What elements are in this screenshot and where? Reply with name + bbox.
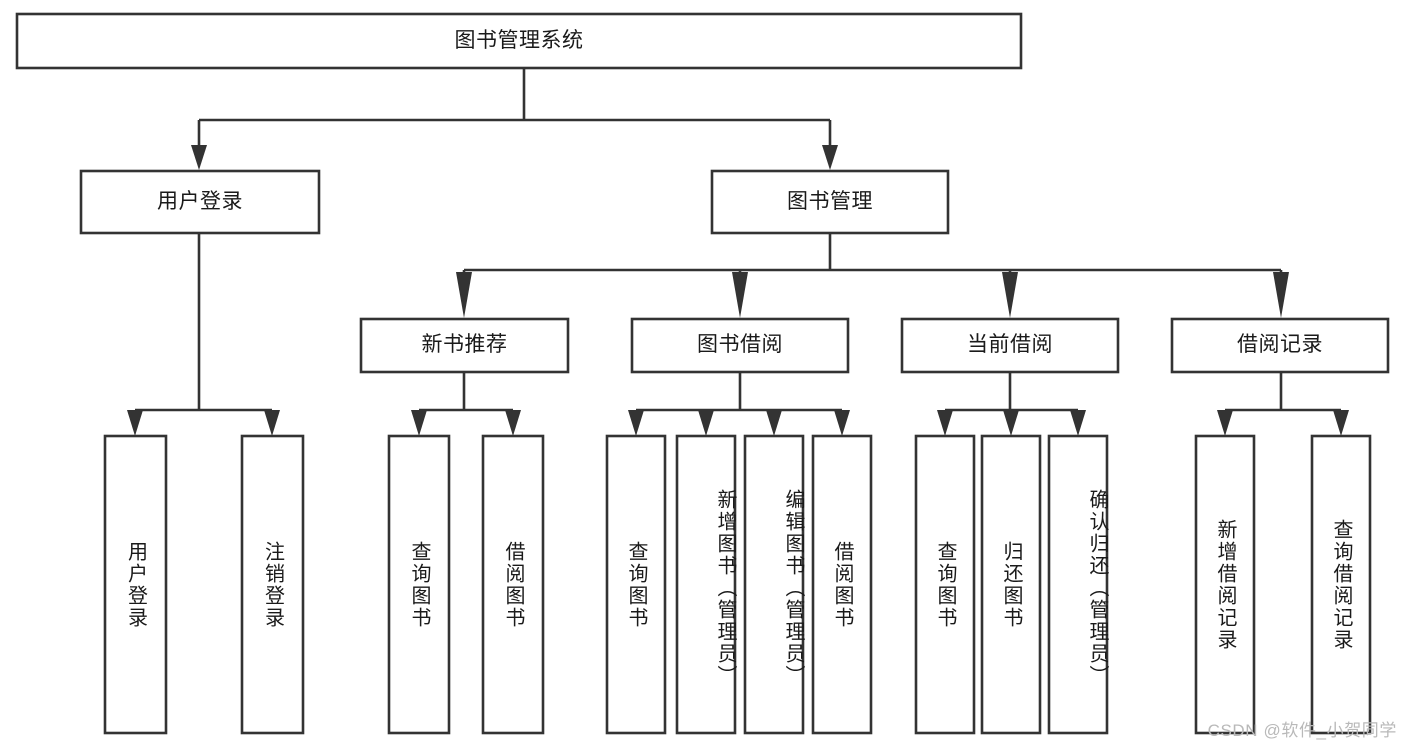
arrow-newbook-leaf2	[505, 410, 521, 436]
leaf-box-book-borrow-2[interactable]	[743, 434, 805, 735]
node-borrow-record-box[interactable]	[1170, 317, 1390, 374]
leaf-box-current-borrow-2[interactable]	[1047, 434, 1109, 735]
arrow-currentborrow-leaf1	[937, 410, 953, 436]
csdn-watermark: CSDN @软件_小贺同学	[1207, 721, 1397, 740]
node-current-borrow-box[interactable]	[900, 317, 1120, 374]
arrow-to-borrow-record	[1273, 272, 1289, 318]
arrow-currentborrow-leaf3	[1070, 410, 1086, 436]
arrow-bookborrow-leaf2	[698, 410, 714, 436]
arrow-userlogin-leaf1	[127, 410, 143, 436]
node-book-borrow-box[interactable]	[630, 317, 850, 374]
leaf-box-book-borrow-0[interactable]	[605, 434, 667, 735]
node-root-box[interactable]	[15, 12, 1023, 70]
leaf-box-book-borrow-3[interactable]	[811, 434, 873, 735]
node-new-book-recommend-box[interactable]	[359, 317, 570, 374]
arrow-bookborrow-leaf1	[628, 410, 644, 436]
leaf-box-current-borrow-0[interactable]	[914, 434, 976, 735]
leaf-box-new-book-0[interactable]	[387, 434, 451, 735]
arrow-bookborrow-leaf4	[834, 410, 850, 436]
node-book-manage-box[interactable]	[710, 169, 950, 235]
arrow-newbook-leaf1	[411, 410, 427, 436]
arrow-to-new-book-recommend	[456, 272, 472, 318]
leaf-box-user-login-1[interactable]	[240, 434, 305, 735]
arrow-to-user-login	[191, 145, 207, 170]
arrow-borrowrecord-leaf1	[1217, 410, 1233, 436]
arrow-userlogin-leaf2	[264, 410, 280, 436]
arrow-borrowrecord-leaf2	[1333, 410, 1349, 436]
arrow-bookborrow-leaf3	[766, 410, 782, 436]
arrow-to-book-borrow	[732, 272, 748, 318]
leaf-box-borrow-record-0[interactable]	[1194, 434, 1256, 735]
node-user-login-box[interactable]	[79, 169, 321, 235]
leaf-box-new-book-1[interactable]	[481, 434, 545, 735]
arrow-to-book-manage	[822, 145, 838, 170]
arrow-currentborrow-leaf2	[1003, 410, 1019, 436]
leaf-box-borrow-record-1[interactable]	[1310, 434, 1372, 735]
leaf-box-current-borrow-1[interactable]	[980, 434, 1042, 735]
leaf-box-book-borrow-1[interactable]	[675, 434, 737, 735]
arrow-to-current-borrow	[1002, 272, 1018, 318]
leaf-box-user-login-0[interactable]	[103, 434, 168, 735]
